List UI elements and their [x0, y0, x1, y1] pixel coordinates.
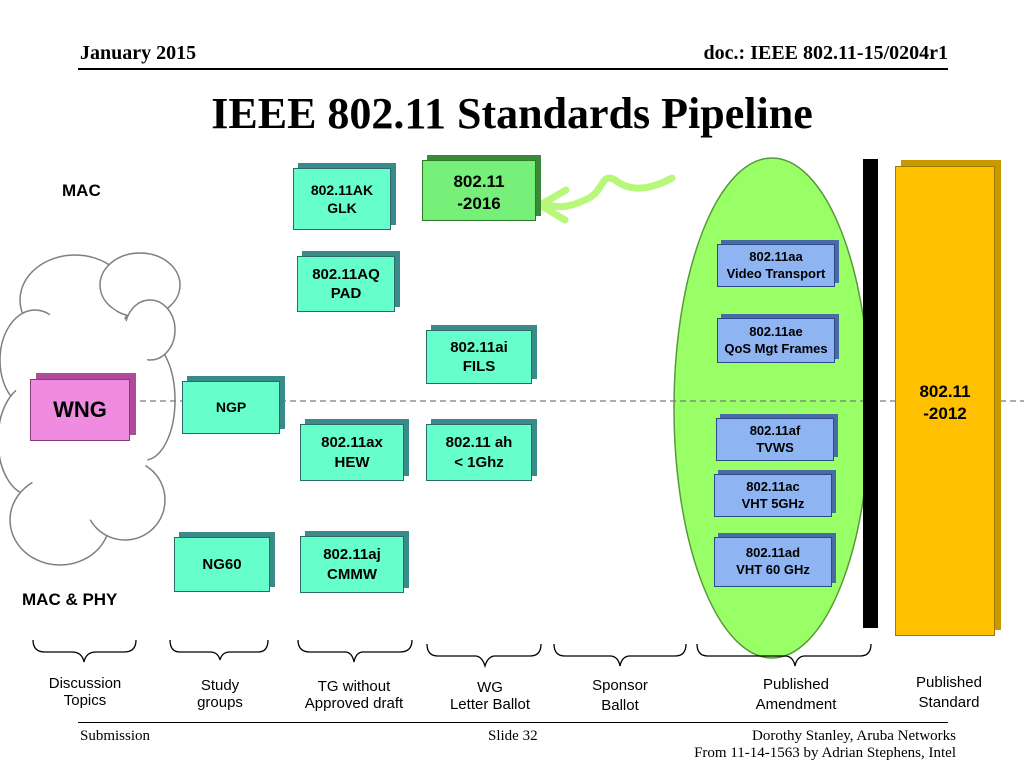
- stage-tg-line2: Approved draft: [304, 695, 404, 713]
- published-standard-bar: 802.11 -2012: [895, 166, 995, 636]
- feedback-arrow: [544, 174, 676, 211]
- stage-discussion-line1: Discussion: [48, 675, 122, 692]
- amendment-ad-topic: VHT 60 GHz: [736, 562, 810, 577]
- tg-aq-box: 802.11AQ PAD: [297, 256, 395, 312]
- wng-box: WNG: [30, 379, 130, 441]
- stage-tg-line1: TG without: [317, 678, 391, 695]
- amendment-aa-topic: Video Transport: [726, 265, 826, 281]
- wng-label: WNG: [53, 396, 107, 422]
- amendment-ac-name: 802.11ac: [746, 478, 800, 494]
- stage-sponsor-line1: Sponsor: [592, 677, 648, 694]
- amendment-af-name: 802.11af: [749, 422, 801, 438]
- tg-ak-name: 802.11AK: [310, 181, 374, 198]
- stage-discussion-line2: Topics: [63, 692, 107, 710]
- header-doc-number: doc.: IEEE 802.11-15/0204r1: [703, 42, 948, 64]
- footer-source: From 11-14-1563 by Adrian Stephens, Inte…: [694, 745, 956, 761]
- wg-ah-topic: < 1Ghz: [454, 453, 504, 471]
- mac-label: MAC: [62, 181, 101, 200]
- rev-2016-year: -2016: [457, 194, 501, 214]
- feedback-arrow-head: [536, 186, 570, 224]
- stage-brackets: [32, 639, 872, 669]
- tg-aj-name: 802.11aj: [323, 546, 381, 563]
- wg-ai-topic: FILS: [462, 358, 496, 375]
- stage-wg-line1: WG: [477, 679, 503, 696]
- amendment-ae-name: 802.11ae: [749, 323, 803, 339]
- stage-sponsor-line2: Ballot: [601, 696, 639, 714]
- black-divider-bar: [863, 159, 878, 628]
- tg-aq-name: 802.11AQ: [312, 265, 380, 283]
- rev-2016-box: 802.11 -2016: [422, 160, 536, 221]
- ng60-label: NG60: [202, 555, 242, 573]
- mac-phy-label: MAC & PHY: [22, 590, 118, 609]
- tg-ax-name: 802.11ax: [321, 434, 383, 451]
- stage-amendment-line1: Published: [763, 676, 829, 693]
- stage-standard-line2: Standard: [918, 693, 980, 711]
- header-rule: [78, 68, 948, 70]
- tg-ak-box: 802.11AK GLK: [293, 168, 391, 230]
- footer-slide-number: Slide 32: [488, 728, 538, 744]
- standard-name: 802.11: [919, 382, 971, 401]
- ngp-box: NGP: [182, 381, 280, 434]
- ng60-box: NG60: [174, 537, 270, 592]
- amendment-ac-topic: VHT 5GHz: [741, 495, 805, 511]
- stage-study-line2: groups: [197, 694, 243, 712]
- header-date: January 2015: [80, 42, 197, 64]
- tg-ak-topic: GLK: [327, 200, 357, 216]
- footer-submission: Submission: [80, 728, 151, 744]
- amendment-ad-name: 802.11ad: [745, 545, 801, 561]
- tg-ax-topic: HEW: [334, 453, 370, 471]
- stage-standard-line1: Published: [916, 674, 982, 691]
- rev-2016-name: 802.11: [453, 172, 505, 191]
- wg-ah-box: 802.11 ah < 1Ghz: [426, 424, 532, 481]
- standard-year: -2012: [923, 404, 967, 424]
- tg-aj-topic: CMMW: [327, 565, 377, 583]
- ngp-label: NGP: [215, 399, 247, 415]
- slide-title: IEEE 802.11 Standards Pipeline: [211, 89, 813, 138]
- amendment-ae-topic: QoS Mgt Frames: [724, 340, 828, 356]
- stage-wg-line2: Letter Ballot: [449, 696, 531, 714]
- tg-aq-topic: PAD: [330, 285, 362, 302]
- stage-amendment-line2: Amendment: [755, 695, 837, 713]
- footer-rule: [78, 722, 948, 723]
- wg-ai-name: 802.11ai: [450, 338, 508, 356]
- footer-author: Dorothy Stanley, Aruba Networks: [752, 728, 956, 744]
- stage-study-line1: Study: [200, 677, 240, 694]
- amendment-aa-name: 802.11aa: [749, 248, 803, 264]
- wg-ah-name: 802.11 ah: [445, 434, 513, 451]
- amendment-af-topic: TVWS: [756, 439, 794, 455]
